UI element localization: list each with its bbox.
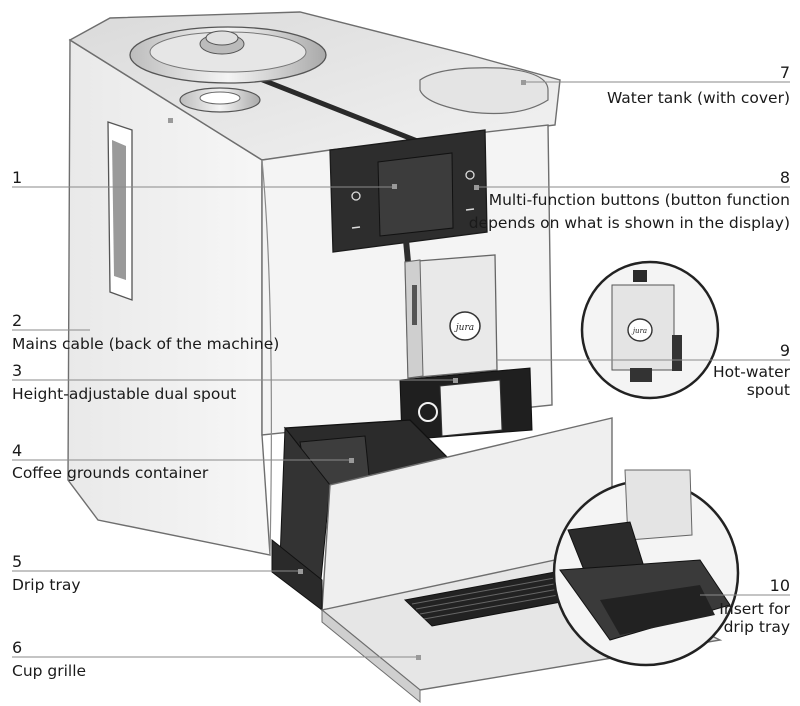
callout-3-label: Height-adjustable dual spout	[12, 385, 237, 403]
callout-1-number: 1	[12, 168, 23, 187]
callout-8-number: 8	[779, 168, 790, 187]
dual-spout	[404, 254, 498, 396]
callout-10-number: 10	[769, 576, 790, 595]
callout-7-number: 7	[779, 63, 790, 82]
callout-6-label: Cup grille	[12, 662, 87, 680]
detail-hot-water-spout	[580, 260, 720, 400]
drip-tray-front	[271, 417, 613, 612]
callout-10-label-line2: drip tray	[723, 618, 790, 636]
callout-4-number: 4	[12, 441, 23, 460]
water-tank-cover	[419, 67, 549, 115]
leader-lines	[12, 81, 790, 658]
grinder-knob	[179, 87, 261, 113]
callout-9-label-line1: Hot-water	[713, 363, 790, 381]
callout-9-label-line2: spout	[746, 381, 790, 399]
detail-logo: jura	[631, 327, 647, 335]
callout-4-label: Coffee grounds container	[12, 464, 209, 482]
callout-6-number: 6	[12, 638, 23, 657]
callout-10-label-line1: Insert for	[719, 600, 790, 618]
callout-9-number: 9	[779, 341, 790, 360]
callout-8-label-line2: depends on what is shown in the display)	[468, 214, 790, 232]
callout-2-label: Mains cable (back of the machine)	[12, 335, 280, 353]
outlet-cavity	[399, 367, 533, 441]
callout-8-label-line1: Multi-function buttons (button function	[488, 191, 790, 209]
callout-7-label: Water tank (with cover)	[606, 89, 790, 107]
leader-markers	[168, 80, 526, 660]
detail-drip-tray-insert	[552, 469, 740, 667]
bean-container-lid	[129, 26, 327, 84]
display-panel	[329, 129, 488, 263]
callout-5-label: Drip tray	[12, 576, 81, 594]
callout-5-number: 5	[12, 552, 23, 571]
callout-2-number: 2	[12, 311, 23, 330]
callout-3-number: 3	[12, 361, 23, 380]
jura-logo: jura	[454, 323, 474, 333]
